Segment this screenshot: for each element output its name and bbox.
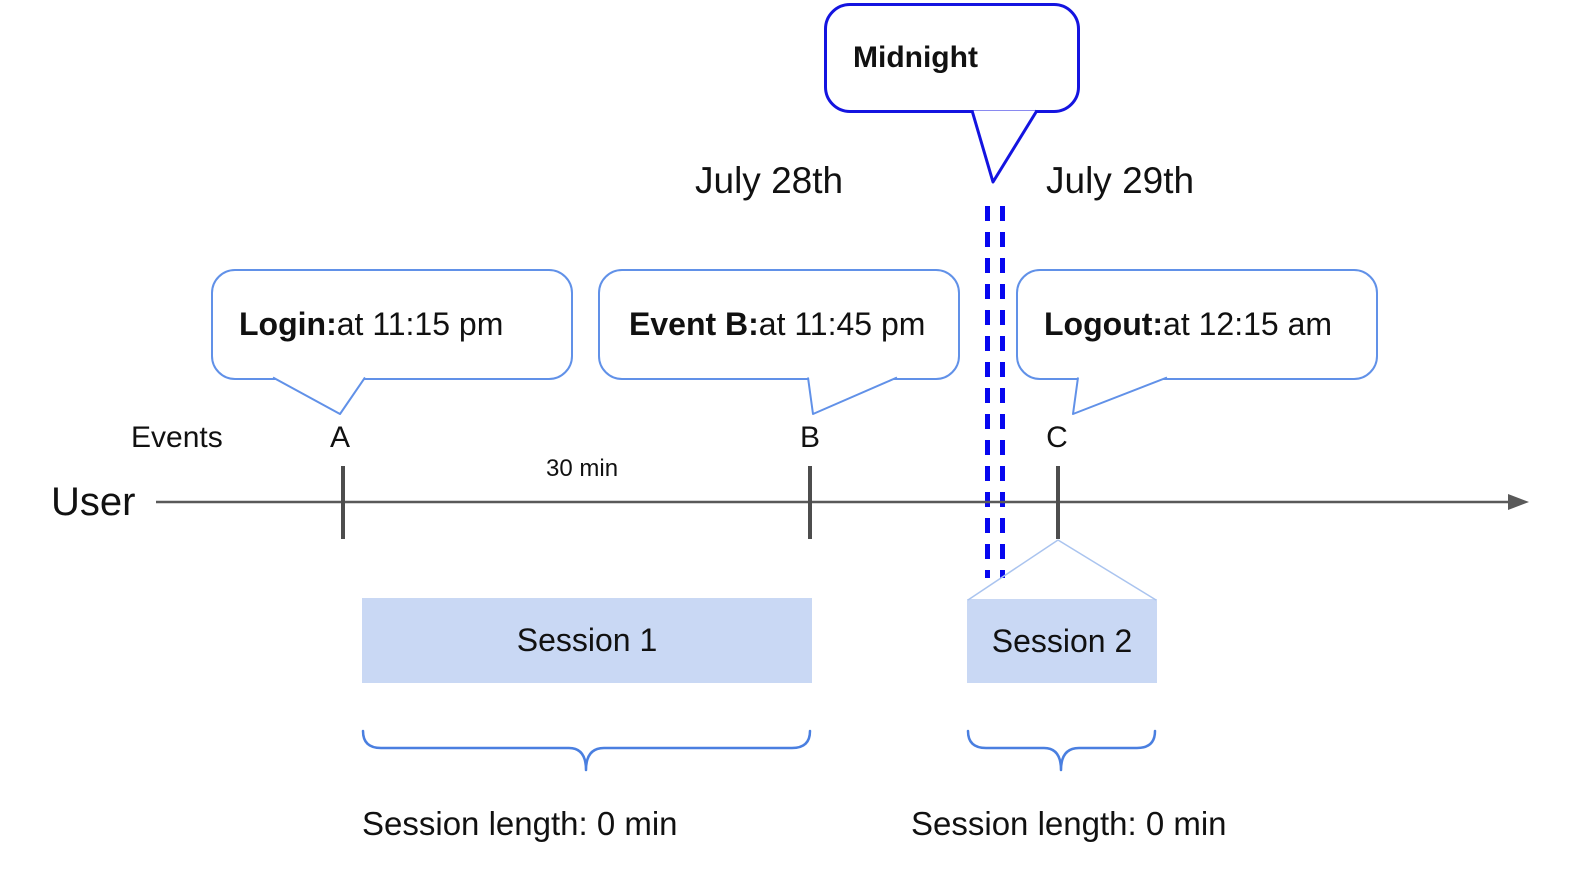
logout-callout-label-rest: at 12:15 am [1163, 306, 1333, 342]
event-marker-a: A [329, 421, 350, 454]
logout-callout-tail [1072, 376, 1168, 415]
login-callout-label-rest: at 11:15 pm [336, 306, 504, 342]
event-marker-b: B [799, 421, 820, 454]
event-b-callout-label-bold: Event B: [629, 306, 759, 342]
session-2-funnel-left-line [967, 539, 1059, 601]
logout-callout: Logout: at 12:15 am [1016, 269, 1378, 380]
session-1-length-label: Session length: 0 min [362, 805, 678, 842]
session-2-funnel-right-line [1057, 539, 1157, 601]
midnight-callout: Midnight [824, 3, 1080, 113]
interval-label: 30 min [546, 455, 619, 482]
date-label-july-29: July 29th [1046, 160, 1195, 201]
login-callout-label-bold: Login: [239, 306, 337, 342]
login-callout: Login: at 11:15 pm [211, 269, 573, 380]
session-2-label: Session 2 [991, 622, 1133, 659]
user-axis-label: User [51, 480, 136, 524]
logout-callout-label-bold: Logout: [1044, 306, 1164, 342]
session-2-length-label: Session length: 0 min [911, 805, 1227, 842]
event-marker-c: C [1046, 421, 1068, 454]
timeline-arrowhead-icon [1508, 494, 1529, 510]
event-b-callout: Event B: at 11:45 pm [598, 269, 960, 380]
events-row-label: Events [131, 421, 223, 454]
event-b-callout-tail [807, 376, 898, 415]
session-1-brace [361, 729, 812, 772]
midnight-callout-label: Midnight [853, 41, 978, 74]
session-2-brace [966, 729, 1157, 772]
session-2-box: Session 2 [967, 599, 1157, 683]
date-label-july-28: July 28th [695, 160, 844, 201]
midnight-callout-tail [970, 109, 1039, 184]
login-callout-tail [272, 376, 366, 415]
session-1-box: Session 1 [362, 598, 812, 683]
event-b-callout-label-rest: at 11:45 pm [758, 306, 926, 342]
session-1-label: Session 1 [516, 622, 658, 658]
